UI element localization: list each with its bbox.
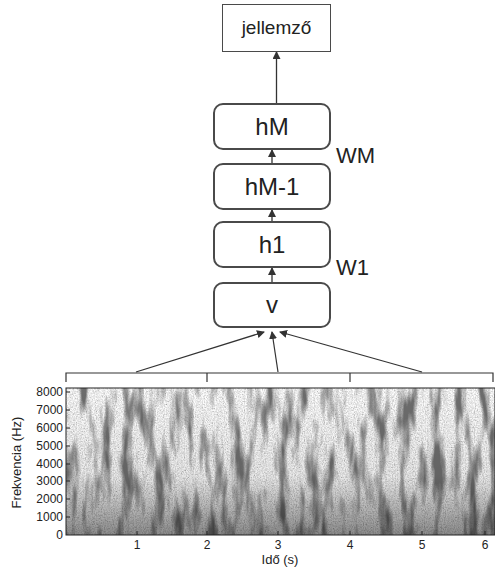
y-tick-label: 7000 — [36, 403, 63, 417]
weight-label: W1 — [336, 255, 369, 281]
weight-label: WM — [336, 143, 375, 169]
x-tick-label: 2 — [204, 538, 211, 552]
axis-ticks — [66, 392, 485, 535]
connector-arrow — [276, 52, 277, 103]
x-tick-label: 4 — [347, 538, 354, 552]
hidden-layer-box: hM-1 — [213, 163, 331, 210]
connector-arrow — [271, 268, 272, 282]
spectrogram — [66, 388, 495, 535]
y-tick-label: 1000 — [36, 510, 63, 524]
box-text: hM — [255, 113, 288, 141]
x-tick-label: 1 — [134, 538, 141, 552]
y-axis-title: Frekvencia (Hz) — [10, 416, 25, 508]
hidden-layer-box: hM — [213, 103, 331, 150]
box-text: v — [266, 291, 278, 319]
input-arrows — [136, 332, 422, 372]
x-tick-label: 3 — [275, 538, 282, 552]
window-brackets — [66, 373, 493, 382]
box-text: h1 — [259, 231, 286, 259]
y-tick-label: 0 — [56, 528, 63, 542]
y-tick-label: 5000 — [36, 439, 63, 453]
x-axis-title: Idő (s) — [262, 552, 299, 567]
x-tick-label: 5 — [419, 538, 426, 552]
box-text: hM-1 — [245, 173, 300, 201]
y-tick-label: 2000 — [36, 492, 63, 506]
connector-arrow — [271, 150, 272, 163]
box-text: jellemző — [242, 17, 312, 39]
output-box: jellemző — [222, 4, 331, 52]
y-tick-label: 3000 — [36, 474, 63, 488]
x-tick-label: 6 — [482, 538, 489, 552]
y-tick-label: 8000 — [36, 385, 63, 399]
y-tick-label: 4000 — [36, 457, 63, 471]
y-tick-label: 6000 — [36, 421, 63, 435]
hidden-layer-box: h1 — [213, 221, 331, 268]
connector-arrow — [271, 210, 272, 221]
visible-layer-box: v — [213, 282, 331, 328]
